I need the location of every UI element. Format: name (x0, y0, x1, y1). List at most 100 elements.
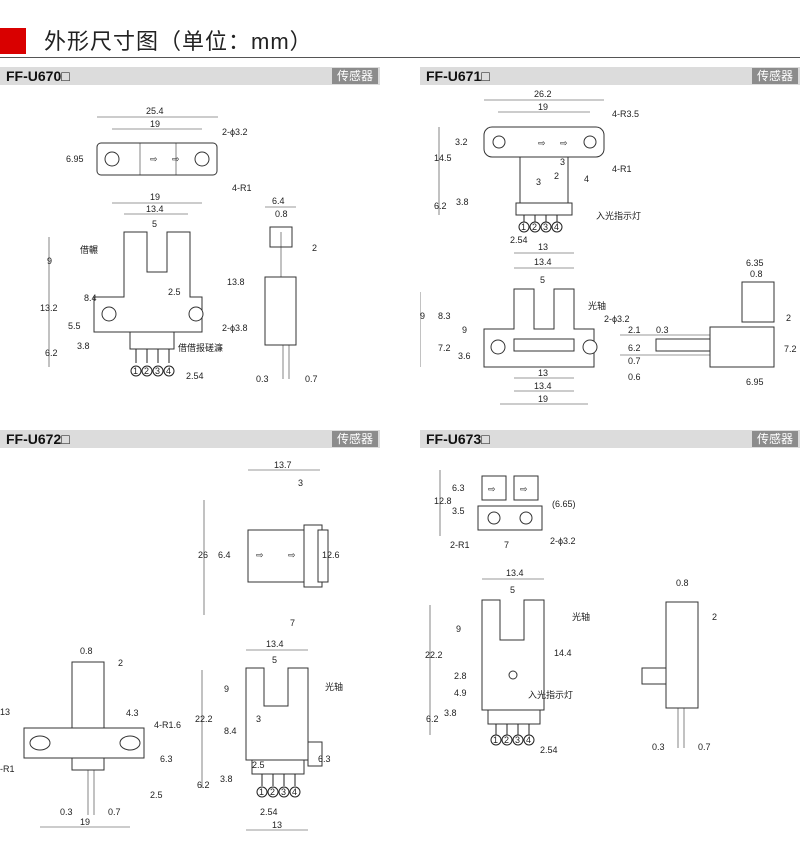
svg-text:6.2: 6.2 (45, 348, 58, 358)
svg-text:3: 3 (536, 177, 541, 187)
svg-text:13.4: 13.4 (506, 568, 524, 578)
svg-text:0.8: 0.8 (676, 578, 689, 588)
svg-text:14.4: 14.4 (554, 648, 572, 658)
side-view: 0.8 2 0.3 0.7 (641, 578, 717, 752)
top-view: ⇨ ⇨ 12.8 6.3 3.5 (6.65) 2-R1 7 2-ϕ3.2 (434, 470, 576, 550)
svg-text:0.7: 0.7 (628, 356, 641, 366)
panel-ff-u672: FF-U672□ 传感器 13.7 3 ⇨ ⇨ 26 6.4 12.6 7 0.… (0, 430, 380, 845)
svg-text:0.3: 0.3 (656, 325, 669, 335)
svg-text:22.2: 22.2 (425, 650, 443, 660)
panel-ff-u673: FF-U673□ 传感器 ⇨ ⇨ 12.8 6.3 3.5 (6.65) 2-R… (420, 430, 800, 845)
svg-text:3: 3 (560, 157, 565, 167)
svg-text:2.5: 2.5 (168, 287, 181, 297)
svg-text:2.54: 2.54 (186, 371, 204, 381)
model-name: FF-U673□ (426, 431, 490, 447)
svg-text:0.3: 0.3 (60, 807, 73, 817)
svg-text:6.2: 6.2 (434, 201, 447, 211)
svg-text:5: 5 (272, 655, 277, 665)
sensor-tag: 传感器 (751, 431, 798, 447)
svg-text:2: 2 (504, 735, 509, 745)
svg-text:13.4: 13.4 (146, 204, 164, 214)
svg-text:4: 4 (584, 174, 589, 184)
svg-text:0.8: 0.8 (275, 209, 288, 219)
svg-text:0.7: 0.7 (698, 742, 711, 752)
svg-text:2: 2 (144, 366, 149, 376)
top-view: 13.7 3 ⇨ ⇨ 26 6.4 12.6 7 (198, 460, 340, 628)
panel-title-bar: FF-U671□ 传感器 (420, 67, 800, 85)
svg-text:1: 1 (259, 787, 264, 797)
drawing-ff-u672: 13.7 3 ⇨ ⇨ 26 6.4 12.6 7 0.8 2 13 4.3 4-… (0, 460, 343, 831)
svg-text:13.4: 13.4 (534, 257, 552, 267)
svg-text:13.4: 13.4 (266, 639, 284, 649)
svg-text:3.8: 3.8 (456, 197, 469, 207)
panel-ff-u671: FF-U671□ 传感器 26.2 19 ⇨ ⇨ 1 2 3 4 3.2 14.… (420, 67, 800, 417)
svg-text:7.2: 7.2 (784, 344, 797, 354)
svg-text:13: 13 (0, 707, 10, 717)
svg-text:⇨: ⇨ (538, 138, 546, 148)
svg-text:13.4: 13.4 (534, 381, 552, 391)
svg-text:0.8: 0.8 (80, 646, 93, 656)
svg-text:2-ϕ3.2: 2-ϕ3.2 (604, 314, 630, 324)
svg-text:借輾: 借輾 (80, 244, 98, 255)
svg-text:-R1: -R1 (0, 764, 15, 774)
svg-text:2.5: 2.5 (252, 760, 265, 770)
svg-text:13.7: 13.7 (274, 460, 292, 470)
corner-view: 6.35 0.8 2 7.2 6.95 (709, 258, 797, 387)
svg-text:22.2: 22.2 (195, 714, 213, 724)
svg-text:19: 19 (150, 119, 160, 129)
panel-title-bar: FF-U673□ 传感器 (420, 430, 800, 448)
svg-text:2.5: 2.5 (150, 790, 163, 800)
svg-text:9: 9 (462, 325, 467, 335)
svg-text:2.54: 2.54 (260, 807, 278, 817)
drawing-ff-u671: 26.2 19 ⇨ ⇨ 1 2 3 4 3.2 14.5 3 2 3 6.2 (420, 89, 797, 405)
svg-text:⇨: ⇨ (560, 138, 568, 148)
svg-text:光轴: 光轴 (588, 300, 606, 311)
svg-text:7: 7 (290, 618, 295, 628)
svg-text:1: 1 (133, 366, 138, 376)
svg-text:13: 13 (538, 368, 548, 378)
svg-text:4-R3.5: 4-R3.5 (612, 109, 639, 119)
svg-text:6.2: 6.2 (426, 714, 439, 724)
svg-text:3: 3 (298, 478, 303, 488)
svg-text:5: 5 (540, 275, 545, 285)
svg-text:2: 2 (712, 612, 717, 622)
svg-text:2.54: 2.54 (510, 235, 528, 245)
svg-text:4.3: 4.3 (126, 708, 139, 718)
svg-text:入光指示灯: 入光指示灯 (596, 210, 641, 221)
svg-text:26: 26 (198, 550, 208, 560)
svg-text:5: 5 (510, 585, 515, 595)
svg-text:1: 1 (521, 222, 526, 232)
svg-text:2.54: 2.54 (540, 745, 558, 755)
svg-text:4.9: 4.9 (454, 688, 467, 698)
red-marker (0, 28, 26, 54)
drawing-ff-u670: 25.4 19 ⇨ ⇨ 6.95 2-ϕ3.2 4-R1 19 13.4 5 (40, 106, 318, 384)
svg-text:0.3: 0.3 (256, 374, 269, 384)
svg-text:3.8: 3.8 (444, 708, 457, 718)
front-view: 13.4 5 9 8.3 9 7.2 3.6 光轴 2-ϕ3.2 13 13.4… (420, 257, 630, 405)
svg-text:⇨: ⇨ (520, 484, 528, 494)
svg-text:借借报磋濂: 借借报磋濂 (178, 342, 223, 353)
svg-text:⇨: ⇨ (488, 484, 496, 494)
left-view: 0.8 2 13 4.3 4-R1.6 6.3 2.5 -R1 0.3 0.7 … (0, 646, 181, 828)
svg-text:26.2: 26.2 (534, 89, 552, 99)
svg-text:13: 13 (272, 820, 282, 830)
side-view: 2.1 0.3 6.2 0.7 0.6 (620, 325, 720, 382)
page-header: 外形尺寸图（单位：mm） (0, 0, 800, 58)
svg-text:19: 19 (150, 192, 160, 202)
drawing-ff-u673: ⇨ ⇨ 12.8 6.3 3.5 (6.65) 2-R1 7 2-ϕ3.2 13… (425, 470, 717, 755)
top-view: 26.2 19 ⇨ ⇨ 1 2 3 4 3.2 14.5 3 2 3 6.2 (434, 89, 641, 254)
svg-text:2-R1: 2-R1 (450, 540, 470, 550)
model-name: FF-U671□ (426, 68, 490, 84)
svg-text:0.7: 0.7 (305, 374, 318, 384)
svg-text:6.95: 6.95 (746, 377, 764, 387)
svg-text:14.5: 14.5 (434, 153, 452, 163)
svg-text:2.8: 2.8 (454, 671, 467, 681)
svg-text:⇨: ⇨ (150, 154, 158, 164)
svg-text:19: 19 (538, 394, 548, 404)
svg-text:0.3: 0.3 (652, 742, 665, 752)
header-rule (0, 57, 800, 58)
svg-text:7: 7 (504, 540, 509, 550)
svg-text:6.2: 6.2 (628, 343, 641, 353)
front-view: 13.4 5 9 22.2 8.4 3 2.5 6.2 3.8 6.3 光轴 1… (195, 639, 343, 831)
svg-text:9: 9 (224, 684, 229, 694)
